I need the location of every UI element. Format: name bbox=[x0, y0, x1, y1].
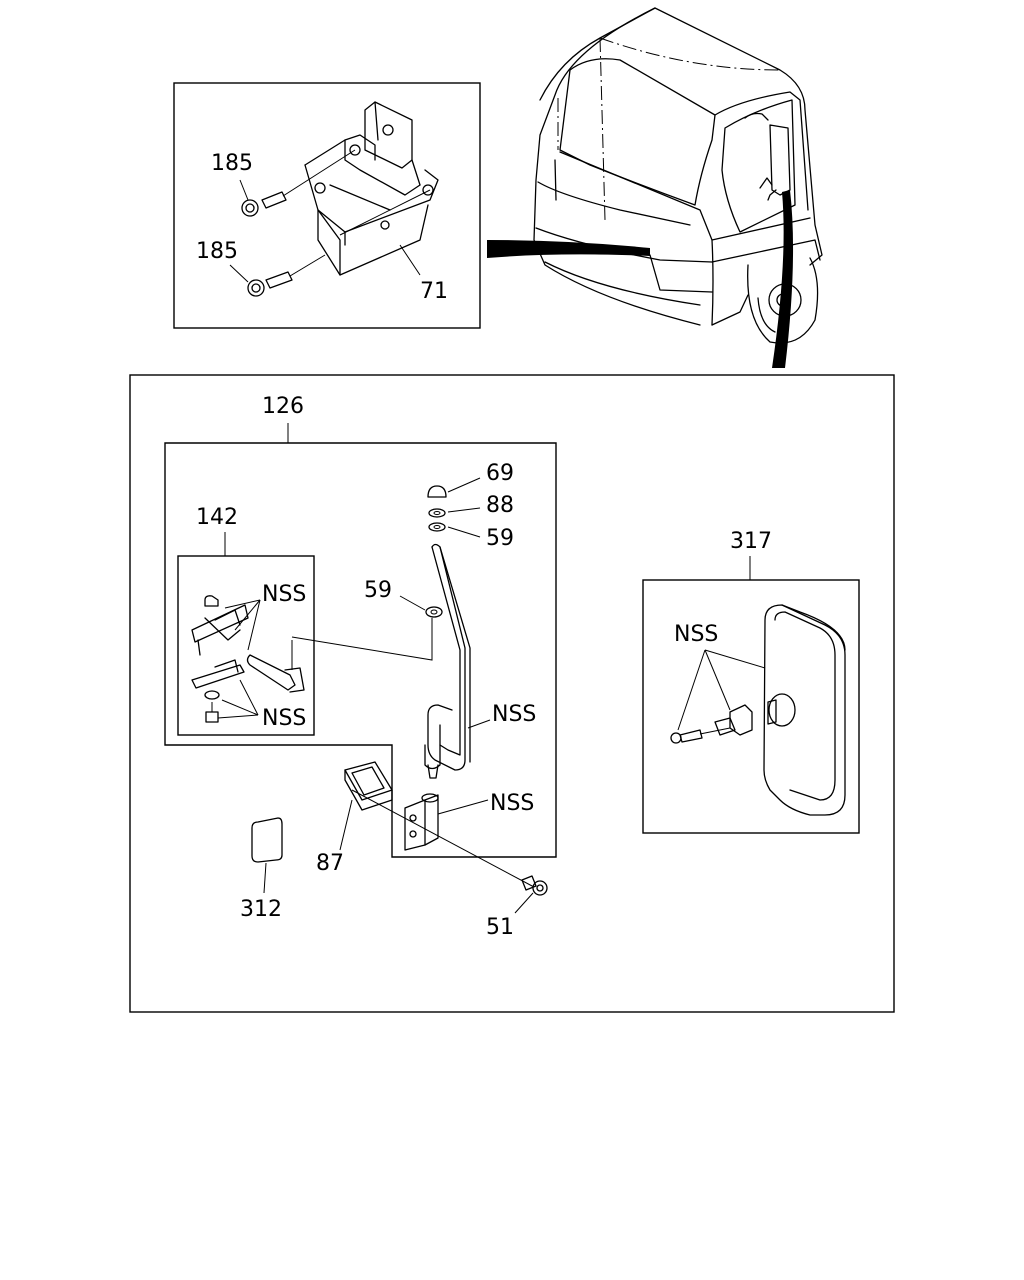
bolt-51 bbox=[521, 875, 548, 896]
washer-59-lower bbox=[425, 606, 443, 618]
label-nss-rod: NSS bbox=[492, 702, 536, 727]
bolt-185-upper bbox=[241, 149, 356, 217]
label-59-upper: 59 bbox=[486, 526, 514, 551]
label-126: 126 bbox=[262, 394, 304, 419]
label-nss-base: NSS bbox=[490, 791, 534, 816]
bracket-71 bbox=[304, 101, 439, 276]
bracket-detail-frame bbox=[173, 82, 481, 329]
mirror-arm-142 bbox=[191, 595, 305, 723]
assembly-142-outline bbox=[177, 555, 315, 736]
label-nss-142-upper: NSS bbox=[262, 582, 306, 607]
sticker-312 bbox=[251, 817, 283, 863]
label-142: 142 bbox=[196, 505, 238, 530]
label-185-upper: 185 bbox=[211, 151, 253, 176]
label-71: 71 bbox=[420, 279, 448, 304]
label-nss-mirror: NSS bbox=[674, 622, 718, 647]
label-185-lower: 185 bbox=[196, 239, 238, 264]
label-51: 51 bbox=[486, 915, 514, 940]
label-312: 312 bbox=[240, 897, 282, 922]
cap-nut-69 bbox=[427, 485, 447, 498]
label-nss-142-lower: NSS bbox=[262, 706, 306, 731]
washer-59-upper bbox=[428, 522, 446, 532]
pad-87 bbox=[344, 761, 393, 811]
label-87: 87 bbox=[316, 851, 344, 876]
main-detail-frame bbox=[129, 374, 895, 1013]
label-69: 69 bbox=[486, 461, 514, 486]
assembly-126-outline bbox=[164, 442, 557, 858]
label-317: 317 bbox=[730, 529, 772, 554]
mirror-317-frame bbox=[642, 579, 860, 834]
mirror-head-317 bbox=[670, 604, 846, 816]
washer-88 bbox=[428, 508, 446, 518]
label-59-lower: 59 bbox=[364, 578, 392, 603]
mirror-rod bbox=[424, 543, 471, 779]
truck-cab-illustration bbox=[487, 7, 823, 368]
label-88: 88 bbox=[486, 493, 514, 518]
bolt-185-lower bbox=[247, 254, 326, 297]
base-bracket bbox=[404, 793, 439, 851]
